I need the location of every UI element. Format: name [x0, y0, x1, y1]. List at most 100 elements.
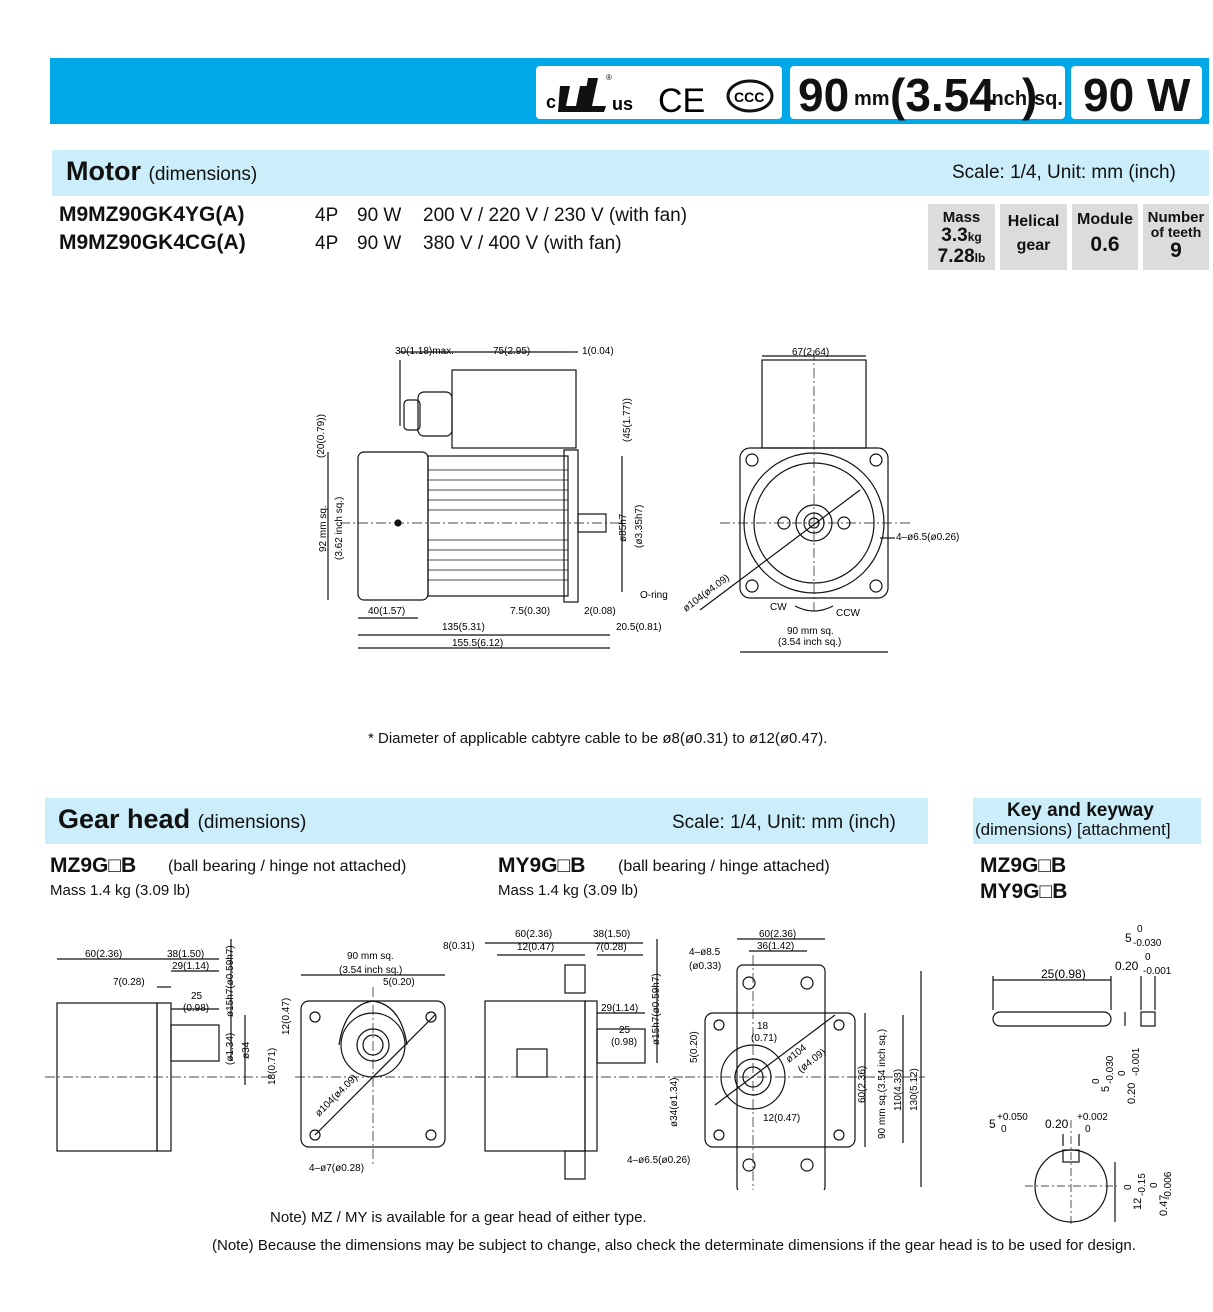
motor-scale: Scale: 1/4, Unit: mm (inch) — [952, 162, 1176, 183]
certification-box: c ® us CE CCC — [536, 66, 782, 120]
keyway-dim-047-lower: -0.006 — [1163, 1171, 1174, 1200]
my-dim-12b: 12(0.47) — [763, 1113, 800, 1124]
gh-dim-90-mm: 90 mm sq. — [347, 951, 394, 962]
dim-85h7: ø85h7 — [618, 513, 629, 542]
cert-c-text: c — [546, 92, 556, 112]
motor-body — [427, 455, 569, 597]
gearhead-dimension-drawing: 60(2.36) 38(1.50) 29(1.14) 7(0.28) 25 (0… — [45, 929, 925, 1190]
my-dim-4-8-5-inch: (ø0.33) — [689, 961, 721, 972]
motor-model-1: M9MZ90GK4YG(A) — [59, 203, 245, 226]
keyway-dim-047: 0.47 — [1158, 1195, 1170, 1216]
dim-45: (45(1.77)) — [622, 398, 633, 442]
frame-size-box: 90 mm (3.54 inch ) sq. — [790, 66, 1065, 121]
dim-92-mm: 92 mm sq. — [318, 505, 329, 552]
key-dim-5-tol-lower: -0.030 — [1133, 938, 1162, 949]
gh-dim-34: ø34 — [241, 1041, 252, 1059]
dim-40: 40(1.57) — [368, 606, 405, 617]
my-dim-110: 110(4.33) — [893, 1069, 904, 1111]
my-shaft — [596, 1028, 646, 1064]
key-model-1: MZ9G□B — [980, 854, 1067, 877]
gh-dim-25-inch: (0.98) — [183, 1003, 209, 1014]
gear-type-box: Helical gear — [1000, 204, 1067, 270]
my-model: MY9G□B — [498, 854, 586, 877]
mass-lb: 7.28 — [937, 246, 975, 267]
my-dim-90: 90 mm sq.(3.54 inch sq.) — [877, 1029, 888, 1139]
frame-size-value: 90 — [798, 69, 850, 121]
gh-dim-34-inch: (ø1.34) — [225, 1033, 236, 1065]
mass-lb-unit: lb — [974, 251, 986, 265]
my-dim-7: 7(0.28) — [595, 942, 627, 953]
frame-size-unit: mm — [854, 88, 890, 110]
dim-7-5: 7.5(0.30) — [510, 606, 550, 617]
frame-size-close: ) — [1022, 69, 1038, 121]
key-dim-5: 5 — [1125, 931, 1132, 945]
gh-dim-29: 29(1.14) — [172, 961, 209, 972]
dim-75: 75(2.95) — [493, 346, 530, 357]
keyway-dim-020: 0.20 — [1045, 1117, 1069, 1131]
key-dim-020-tol-lower: -0.001 — [1143, 966, 1172, 977]
mass-box: Mass 3.3kg 7.28lb — [928, 204, 995, 270]
frame-size-inch: (3.54 — [890, 69, 995, 121]
my-dim-36: 36(1.42) — [757, 941, 794, 952]
dim-92-inch: (3.62 inch sq.) — [334, 497, 345, 560]
gh-dim-4-7: 4–ø7(ø0.28) — [309, 1163, 364, 1174]
key-dim-020: 0.20 — [1115, 959, 1139, 973]
key-section-header — [973, 798, 1201, 844]
gh-dim-60: 60(2.36) — [85, 949, 122, 960]
gear-type-line1: Helical — [1007, 213, 1060, 230]
my-dim-60c: 60(2.36) — [857, 1066, 868, 1103]
gh-dim-5: 5(0.20) — [383, 977, 415, 988]
my-body — [484, 1000, 586, 1152]
mass-kg-unit: kg — [967, 230, 982, 244]
my-dim-38: 38(1.50) — [593, 929, 630, 940]
my-mass: Mass 1.4 kg (3.09 lb) — [498, 882, 639, 899]
svg-text:®: ® — [606, 73, 612, 82]
key-side-020-upper: 0 — [1117, 1070, 1128, 1076]
gh-dim-18: 18(0.71) — [267, 1048, 278, 1085]
my-dim-18: 18 — [757, 1021, 769, 1032]
mass-kg: 3.3 — [941, 225, 968, 246]
gearhead-section-header — [45, 798, 928, 844]
gh-dim-15h7: ø15h7(ø0.59h7) — [225, 945, 236, 1017]
module-value: 0.6 — [1090, 233, 1120, 256]
my-dim-25-inch: (0.98) — [611, 1037, 637, 1048]
key-side-020: 0.20 — [1126, 1083, 1138, 1104]
my-hinge-plate — [736, 964, 826, 1190]
dim-90-mm: 90 mm sq. — [787, 626, 834, 637]
certification-logos: c ® us CE CCC — [546, 73, 774, 120]
my-dim-18-inch: (0.71) — [751, 1033, 777, 1044]
rotation-cw: CW — [770, 602, 787, 613]
rotation-ccw: CCW — [836, 608, 860, 619]
motor-model-1-poles: 4P — [315, 205, 339, 226]
key-dim-5-tol-upper: 0 — [1137, 924, 1143, 935]
keyway-dim-5: 5 — [989, 1117, 996, 1131]
motor-model-1-power: 90 W — [357, 205, 402, 226]
my-desc: (ball bearing / hinge attached) — [618, 858, 830, 875]
key-dimension-drawing: 25(0.98) 5 0 -0.030 0.20 0 -0.001 5 0 -0… — [989, 924, 1174, 1225]
cable-gland — [417, 391, 453, 437]
dim-30: 30(1.18)max. — [395, 346, 454, 357]
my-dim-12: 12(0.47) — [517, 942, 554, 953]
cert-us-text: us — [612, 94, 633, 114]
my-dim-29: 29(1.14) — [601, 1003, 638, 1014]
gh-dim-12: 12(0.47) — [281, 998, 292, 1035]
gearhead-subtitle: (dimensions) — [197, 812, 307, 833]
my-front-flange — [704, 1012, 856, 1148]
motor-model-2-voltage: 380 V / 400 V (with fan) — [423, 233, 622, 254]
keyway-dim-5-lower: 0 — [1001, 1124, 1007, 1135]
dim-2: 2(0.08) — [584, 606, 616, 617]
my-dim-15h7: ø15h7(ø0.59h7) — [651, 973, 662, 1045]
key-model-2: MY9G□B — [980, 880, 1068, 903]
frame-size-sq: sq. — [1034, 88, 1063, 110]
motor-model-2-power: 90 W — [357, 233, 402, 254]
mz-mass: Mass 1.4 kg (3.09 lb) — [50, 882, 191, 899]
mz-model: MZ9G□B — [50, 854, 137, 877]
dim-135: 135(5.31) — [442, 622, 485, 633]
my-dim-4-8-5: 4–ø8.5 — [689, 947, 721, 958]
key-side-5: 5 — [1100, 1086, 1112, 1092]
module-label: Module — [1077, 211, 1133, 228]
motor-dimension-drawing: 30(1.18)max. 75(2.95) 1(0.04) 67(2.64) (… — [316, 346, 959, 653]
gh-dim-90-inch: (3.54 inch sq.) — [339, 965, 402, 976]
gearhead-scale: Scale: 1/4, Unit: mm (inch) — [672, 812, 896, 833]
motor-title: Motor (dimensions) — [66, 156, 258, 186]
